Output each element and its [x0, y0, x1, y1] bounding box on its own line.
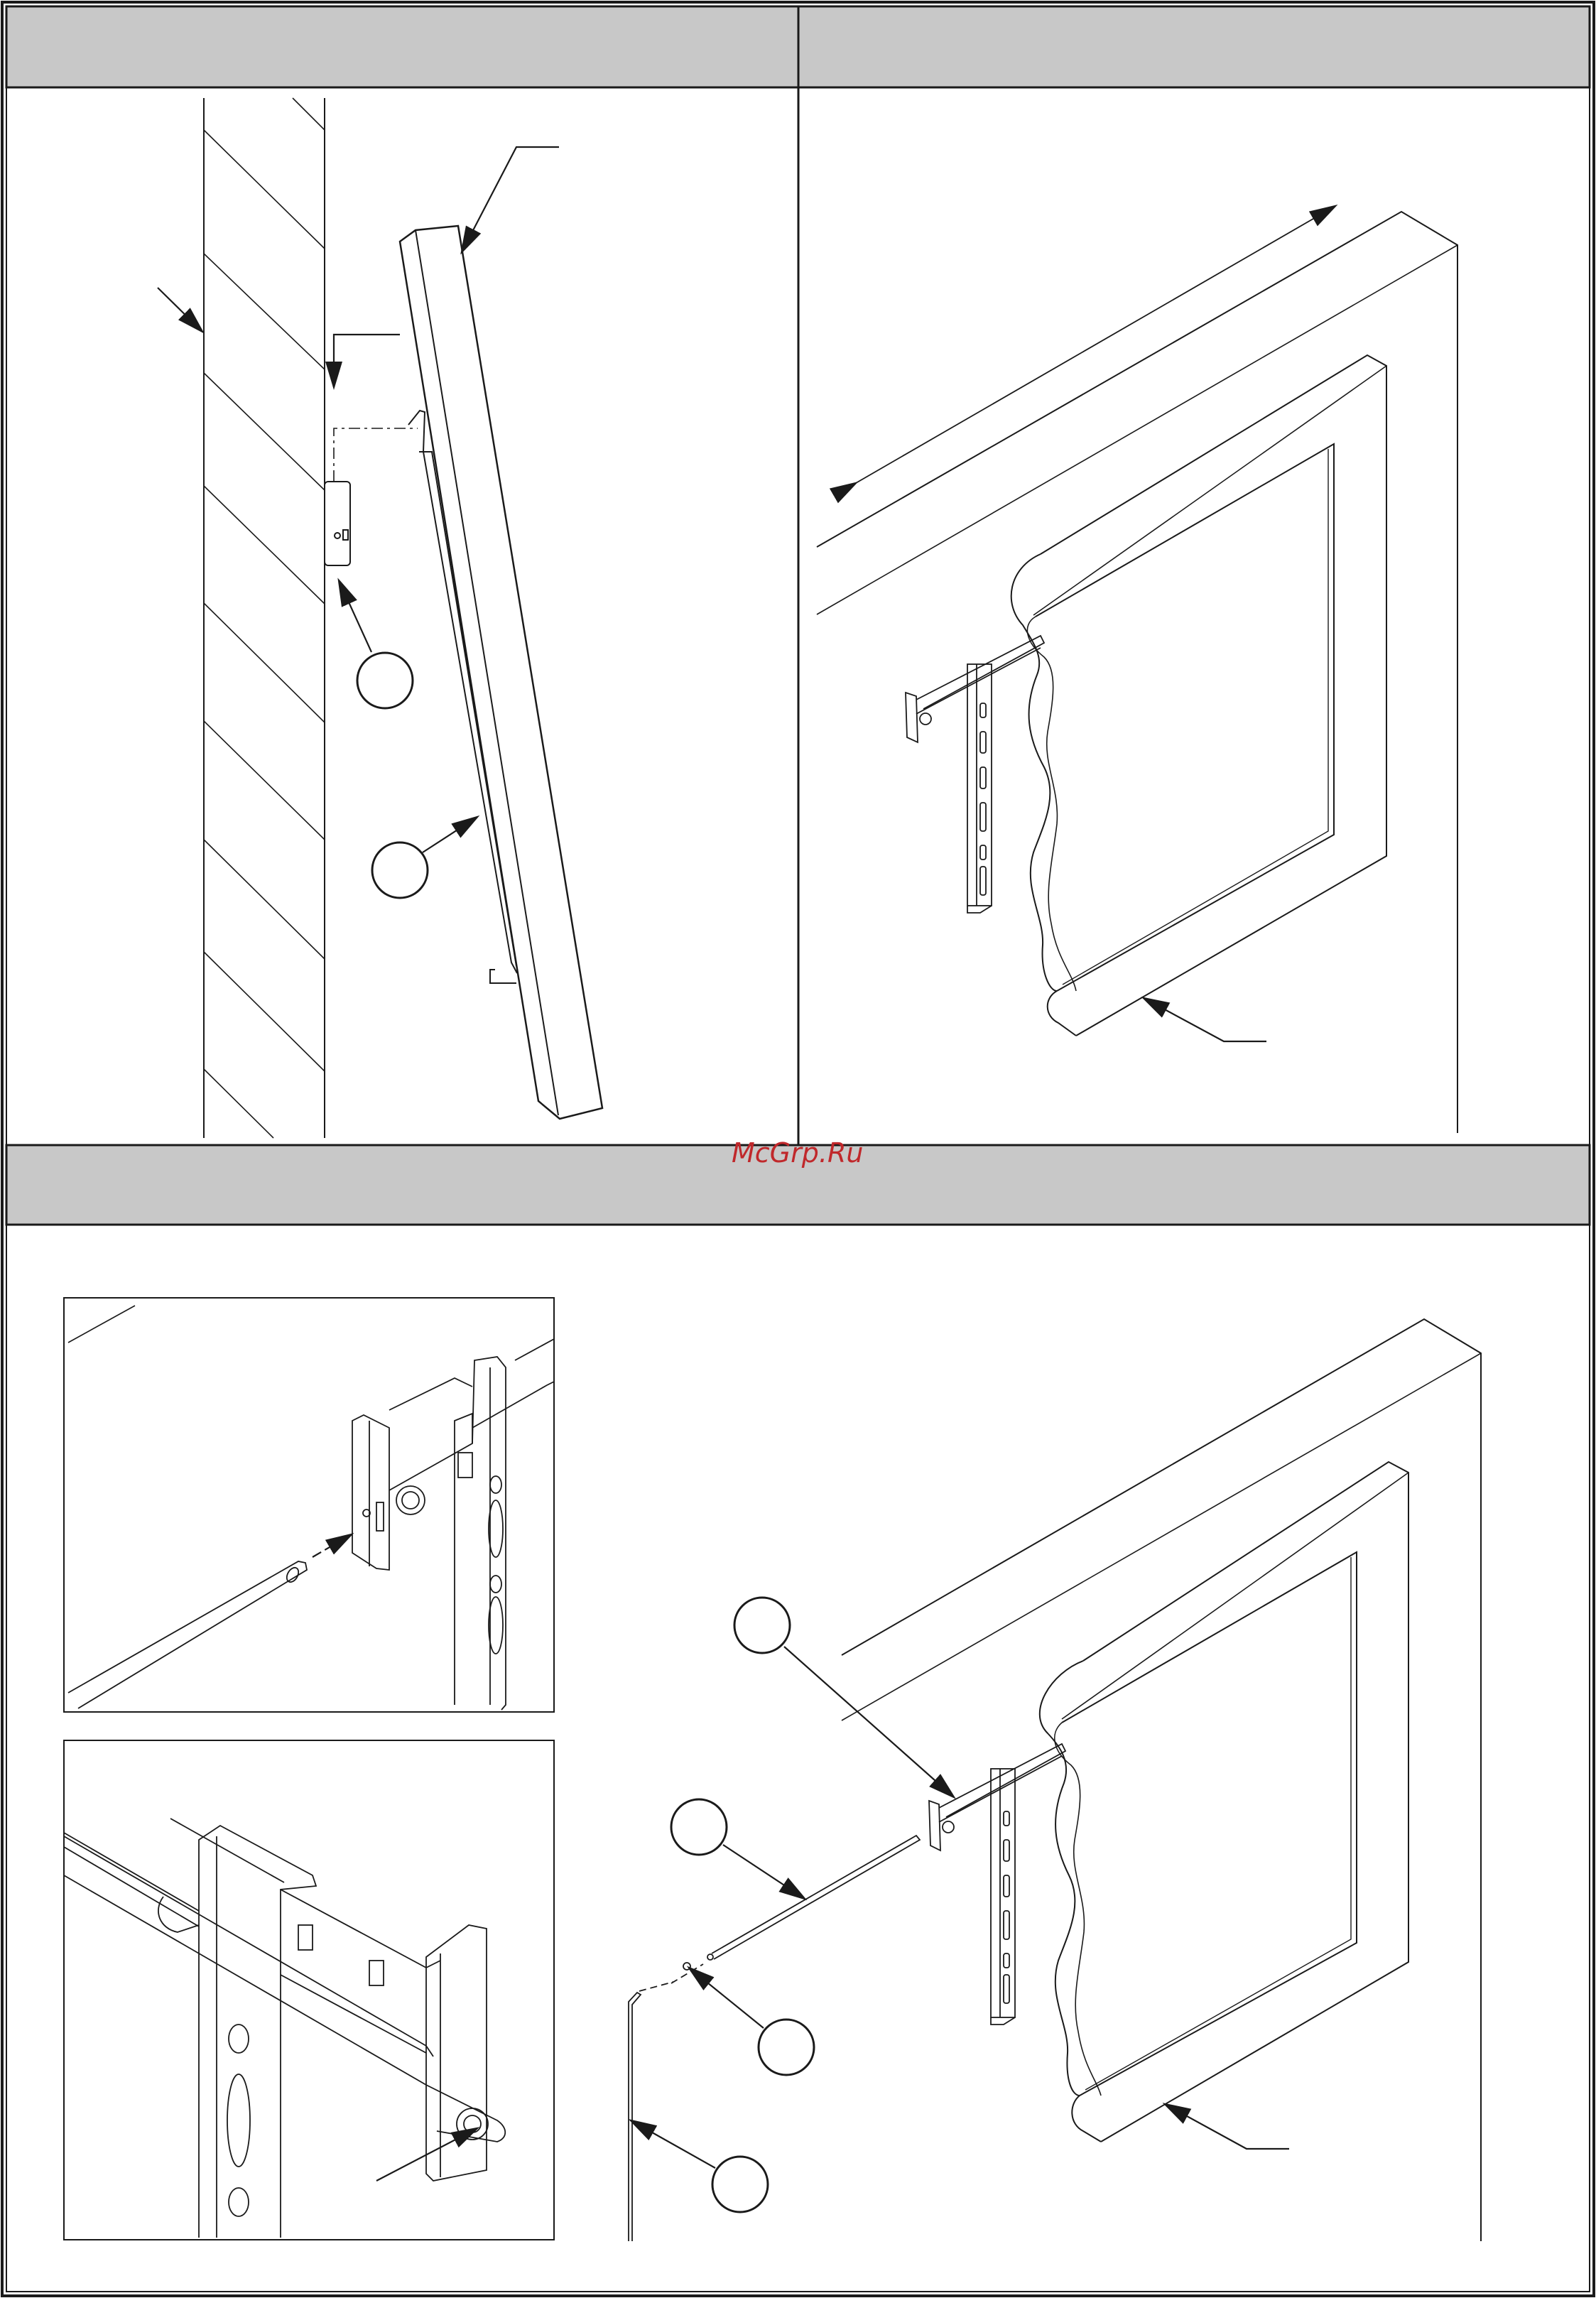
panel-bottom — [64, 1298, 1481, 2241]
callout-circle-6 — [712, 2157, 768, 2212]
callout-circle-1 — [357, 653, 413, 708]
tv-bracket-right — [906, 636, 1044, 913]
tv-top-edge — [817, 212, 1457, 1133]
leader-lock — [376, 2128, 477, 2181]
leader-wall — [158, 288, 202, 332]
leader-clip — [689, 1968, 764, 2028]
callout-circle-5 — [759, 2020, 814, 2075]
panel-top-left — [158, 98, 602, 1138]
wall-hatching — [204, 98, 325, 1138]
main-tv-bracket — [929, 1744, 1065, 2025]
lower-detail-bracket — [64, 1819, 505, 2238]
leader-rod — [723, 1845, 805, 1899]
leader-bracket-main — [784, 1647, 954, 1797]
callout-circle-2 — [372, 842, 428, 898]
callout-circle-4 — [671, 1799, 727, 1855]
panel-top-right — [817, 206, 1457, 1133]
tv-profile — [400, 226, 602, 1119]
leader-tv-right — [1144, 998, 1266, 1041]
rod-detail — [68, 1534, 352, 1708]
main-rod — [629, 1836, 920, 2241]
watermark: McGrp.Ru — [732, 1135, 874, 1171]
main-tv-bezel — [1083, 1462, 1408, 2142]
leader-pin — [631, 2120, 715, 2168]
leader-tv — [462, 147, 559, 252]
leader-plate — [339, 580, 371, 652]
leader-plate-top — [334, 335, 400, 387]
tv-top-inner — [817, 245, 1457, 614]
leader-tv-main — [1165, 2104, 1289, 2149]
length-arrow — [856, 206, 1335, 483]
alignment-dash — [334, 428, 418, 482]
callout-circle-3 — [734, 1598, 790, 1653]
main-tv-top — [842, 1319, 1481, 2241]
wall-plate — [325, 482, 350, 565]
upper-detail-bracket — [352, 1339, 554, 1710]
tv-bracket — [408, 411, 517, 973]
leader-bracket — [423, 817, 477, 852]
